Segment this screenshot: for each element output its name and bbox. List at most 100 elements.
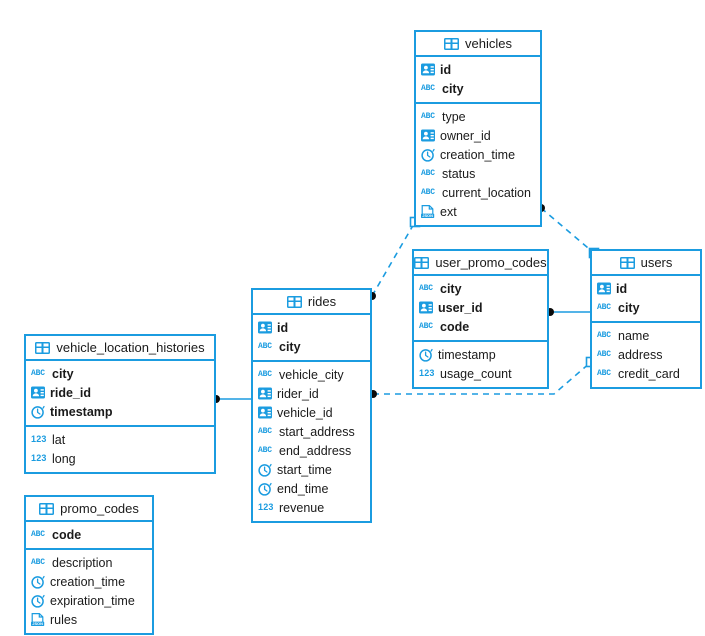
- entity-header-vehicle_location_histories[interactable]: vehicle_location_histories: [26, 336, 214, 361]
- key-id-icon: [31, 386, 45, 399]
- json-icon: JSON: [31, 613, 45, 626]
- column-label: description: [52, 555, 113, 570]
- columns-section: timestamp 123 usage_count: [414, 342, 547, 387]
- column-label: creation_time: [440, 147, 516, 162]
- column-row[interactable]: id: [592, 279, 700, 298]
- number-icon: 123: [31, 453, 47, 463]
- column-row[interactable]: timestamp: [414, 345, 547, 364]
- column-row[interactable]: id: [416, 60, 540, 79]
- entity-header-rides[interactable]: rides: [253, 290, 370, 315]
- abc-icon: ABC: [31, 530, 45, 539]
- number-icon: 123: [419, 368, 435, 378]
- column-row[interactable]: ABC type: [416, 107, 540, 126]
- column-label: id: [616, 281, 628, 296]
- abc-icon: ABC: [597, 303, 611, 312]
- column-label: ext: [440, 204, 457, 219]
- column-row[interactable]: timestamp: [26, 402, 214, 421]
- column-row[interactable]: ABC city: [26, 364, 214, 383]
- entity-header-promo_codes[interactable]: promo_codes: [26, 497, 152, 522]
- abc-icon: ABC: [421, 112, 435, 121]
- entity-header-users[interactable]: users: [592, 251, 700, 276]
- entity-header-user_promo_codes[interactable]: user_promo_codes: [414, 251, 547, 276]
- table-icon: [619, 256, 635, 269]
- column-label: credit_card: [618, 366, 680, 381]
- column-row[interactable]: vehicle_id: [253, 403, 370, 422]
- relationship-user_promo_codes-to-users[interactable]: [546, 308, 590, 316]
- column-row[interactable]: owner_id: [416, 126, 540, 145]
- clock-icon: [421, 148, 435, 162]
- column-label: status: [442, 166, 476, 181]
- abc-icon: ABC: [421, 188, 435, 197]
- column-row[interactable]: JSON rules: [26, 610, 152, 629]
- entity-title: promo_codes: [60, 501, 139, 516]
- column-label: lat: [52, 432, 66, 447]
- column-row[interactable]: ABC current_location: [416, 183, 540, 202]
- column-row[interactable]: 123 long: [26, 449, 214, 468]
- column-label: end_address: [279, 443, 352, 458]
- column-label: vehicle_id: [277, 405, 333, 420]
- relationship-vehicle_location_histories-to-rides[interactable]: [212, 395, 251, 403]
- column-row[interactable]: ABC city: [416, 79, 540, 98]
- entity-header-vehicles[interactable]: vehicles: [416, 32, 540, 57]
- clock-icon: [31, 575, 45, 589]
- column-row[interactable]: JSON ext: [416, 202, 540, 221]
- column-label: revenue: [279, 500, 325, 515]
- column-label: city: [52, 366, 74, 381]
- column-row[interactable]: rider_id: [253, 384, 370, 403]
- column-row[interactable]: creation_time: [26, 572, 152, 591]
- column-label: type: [442, 109, 466, 124]
- column-label: city: [440, 281, 462, 296]
- column-label: usage_count: [440, 366, 512, 381]
- column-label: long: [52, 451, 76, 466]
- table-icon: [39, 502, 55, 515]
- entity-title: vehicle_location_histories: [56, 340, 205, 355]
- abc-icon: ABC: [31, 369, 45, 378]
- column-label: start_address: [279, 424, 355, 439]
- column-row[interactable]: id: [253, 318, 370, 337]
- column-row[interactable]: ABC start_address: [253, 422, 370, 441]
- column-row[interactable]: creation_time: [416, 145, 540, 164]
- abc-icon: ABC: [258, 427, 272, 436]
- column-label: city: [279, 339, 301, 354]
- column-row[interactable]: 123 lat: [26, 430, 214, 449]
- column-label: current_location: [442, 185, 531, 200]
- column-row[interactable]: expiration_time: [26, 591, 152, 610]
- column-row[interactable]: 123 usage_count: [414, 364, 547, 383]
- key-id-icon: [258, 406, 272, 419]
- column-row[interactable]: ride_id: [26, 383, 214, 402]
- abc-icon: ABC: [421, 84, 435, 93]
- key-id-icon: [419, 301, 433, 314]
- svg-text:JSON: JSON: [32, 621, 43, 626]
- column-row[interactable]: end_time: [253, 479, 370, 498]
- clock-icon: [258, 482, 272, 496]
- column-row[interactable]: user_id: [414, 298, 547, 317]
- column-row[interactable]: start_time: [253, 460, 370, 479]
- column-label: city: [442, 81, 464, 96]
- abc-icon: ABC: [258, 370, 272, 379]
- column-label: expiration_time: [50, 593, 135, 608]
- number-icon: 123: [31, 434, 47, 444]
